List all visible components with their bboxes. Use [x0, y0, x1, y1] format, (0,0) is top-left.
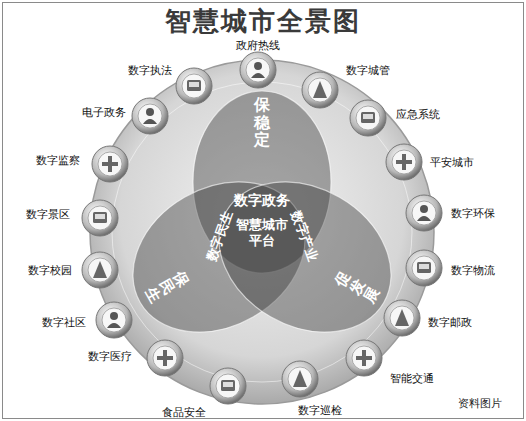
icon-circle: [146, 339, 184, 377]
service-icon: 数字物流: [405, 249, 443, 287]
icon-circle: [301, 71, 339, 109]
service-label: 数字物流: [451, 263, 495, 278]
icon-glyph: [93, 212, 107, 223]
service-icon: 政府热线: [239, 51, 277, 89]
icon-circle: [81, 199, 119, 237]
icon-circle: [131, 97, 169, 135]
icon-glyph: [157, 350, 173, 366]
icon-glyph: [396, 154, 412, 170]
icon-circle: [209, 367, 247, 405]
icon-circle: [281, 360, 319, 398]
service-icon: 平安城市: [385, 143, 423, 181]
icon-glyph: [93, 261, 107, 278]
service-icon: 应急系统: [349, 99, 387, 137]
service-label: 数字监察: [36, 153, 80, 168]
icon-glyph: [143, 108, 157, 124]
service-label: 数字景区: [26, 207, 70, 222]
icon-glyph: [395, 309, 409, 326]
service-label: 政府热线: [236, 38, 280, 53]
icon-circle: [175, 67, 213, 105]
service-icon: 电子政务: [131, 97, 169, 135]
icon-circle: [405, 194, 443, 232]
service-icon: 数字巡检: [281, 360, 319, 398]
icon-circle: [345, 339, 383, 377]
center-label: 数字政务: [234, 192, 290, 210]
source-note: 资料图片: [458, 397, 502, 411]
service-label: 数字社区: [42, 315, 86, 330]
service-icon: 数字社区: [95, 301, 133, 339]
icon-circle: [385, 143, 423, 181]
icon-circle: [95, 301, 133, 339]
service-label: 数字邮政: [428, 315, 472, 330]
service-label: 智能交通: [390, 371, 434, 386]
icon-glyph: [102, 156, 118, 172]
icon-glyph: [293, 370, 307, 387]
service-icon: 智能交通: [345, 339, 383, 377]
service-label: 数字巡检: [298, 403, 342, 418]
icon-circle: [91, 145, 129, 183]
icon-glyph: [251, 62, 265, 78]
service-icon: 数字医疗: [146, 339, 184, 377]
icon-glyph: [107, 312, 121, 328]
diagram-title: 智慧城市全景图: [0, 4, 526, 39]
icon-circle: [239, 51, 277, 89]
icon-circle: [383, 299, 421, 337]
icon-glyph: [356, 350, 372, 366]
icon-glyph: [417, 205, 431, 221]
service-label: 数字医疗: [88, 349, 132, 364]
icon-circle: [349, 99, 387, 137]
service-icon: 食品安全: [209, 367, 247, 405]
service-label: 应急系统: [396, 107, 440, 122]
icon-glyph: [417, 262, 431, 273]
service-label: 平安城市: [430, 155, 474, 170]
service-label: 数字环保: [451, 206, 495, 221]
service-icon: 数字景区: [81, 199, 119, 237]
frame: [3, 3, 524, 419]
ellipse-label: 保稳定: [254, 96, 270, 149]
service-label: 数字执法: [128, 63, 172, 78]
service-icon: 数字环保: [405, 194, 443, 232]
service-label: 数字城管: [346, 63, 390, 78]
icon-glyph: [361, 112, 375, 123]
service-icon: 数字邮政: [383, 299, 421, 337]
service-label: 数字校园: [28, 263, 72, 278]
service-icon: 数字监察: [91, 145, 129, 183]
icon-glyph: [313, 81, 327, 98]
service-icon: 数字执法: [175, 67, 213, 105]
service-label: 食品安全: [162, 405, 206, 420]
icon-glyph: [187, 80, 201, 91]
service-icon: 数字城管: [301, 71, 339, 109]
platform-label: 智慧城市 平台: [234, 217, 290, 250]
icon-circle: [405, 249, 443, 287]
icon-circle: [81, 251, 119, 289]
service-icon: 数字校园: [81, 251, 119, 289]
outer-disc: [90, 60, 434, 404]
service-label: 电子政务: [82, 105, 126, 120]
icon-glyph: [221, 380, 235, 391]
